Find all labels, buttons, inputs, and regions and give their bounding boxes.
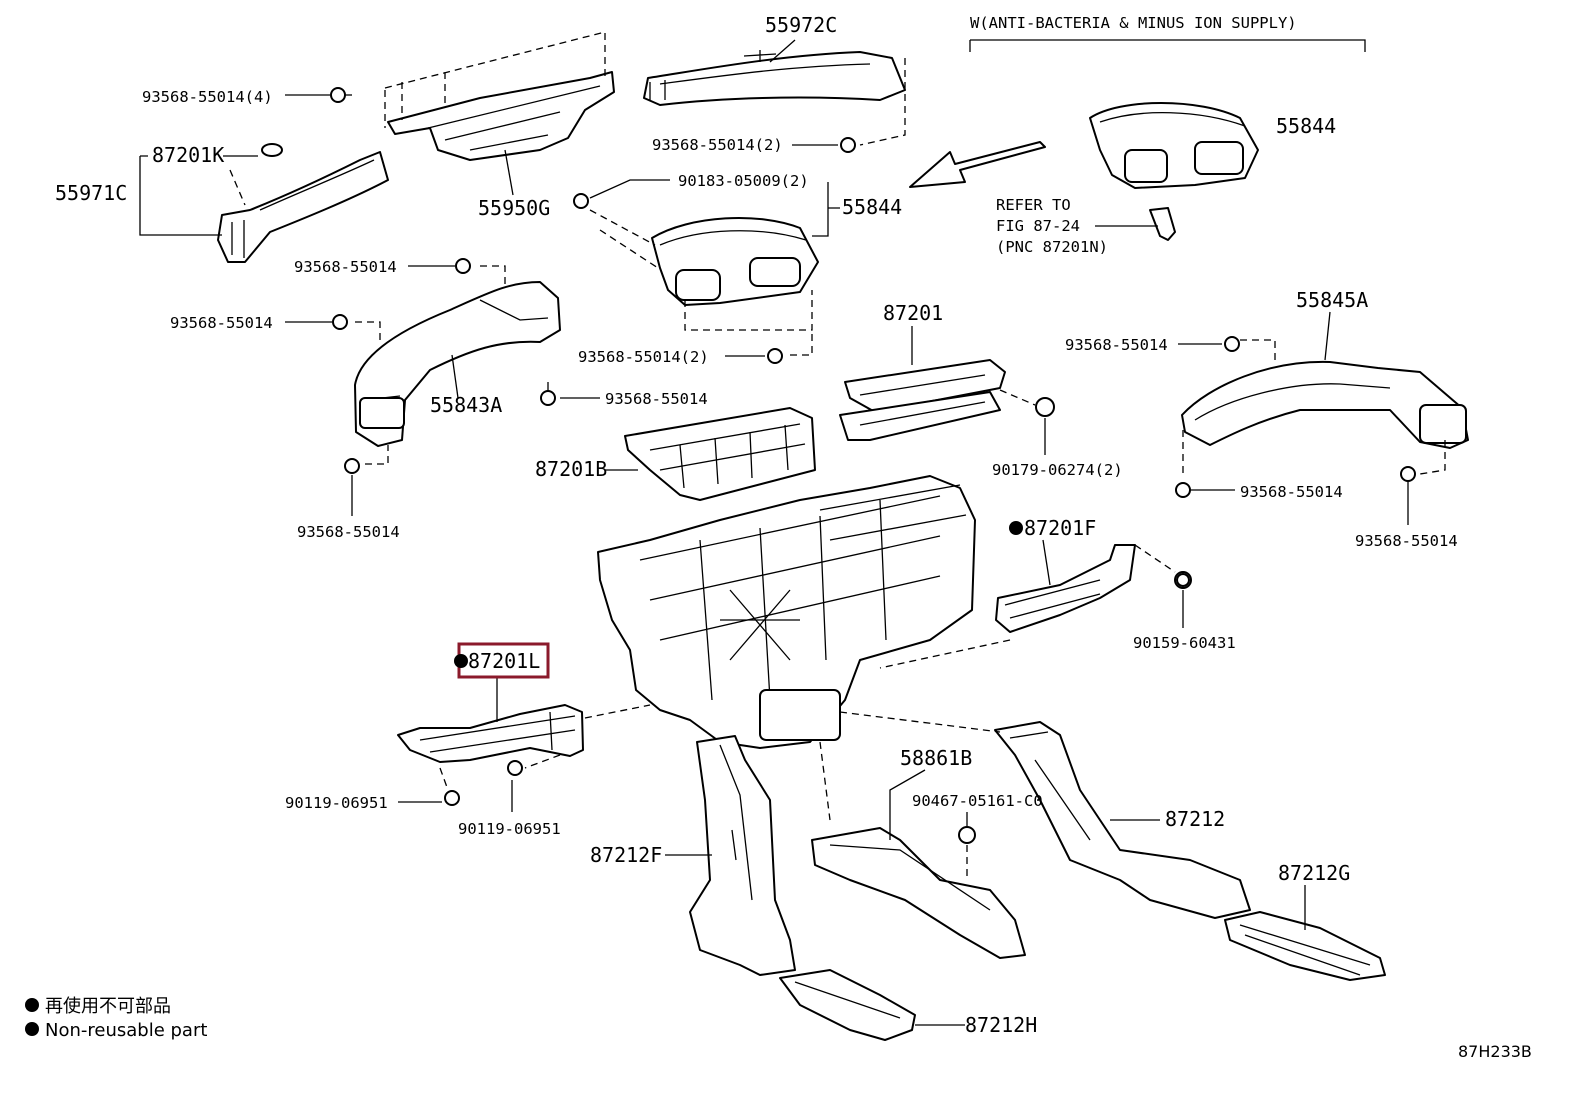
legend-dot-jp bbox=[25, 998, 39, 1012]
part-labels: 55972C 93568-55014(4) 87201K 55971C 5595… bbox=[55, 13, 1458, 1037]
screw-90159-60431 bbox=[1176, 573, 1190, 587]
part-55972c-duct bbox=[643, 50, 906, 106]
label-55843a: 55843A bbox=[430, 393, 502, 417]
label-55950g: 55950G bbox=[478, 196, 550, 220]
label-90467-05161-c0: 90467-05161-C0 bbox=[912, 792, 1043, 810]
label-93568-55014-b: 93568-55014 bbox=[170, 314, 273, 332]
clip-93568-55014-4 bbox=[330, 87, 352, 103]
clip-93568-55014-2a bbox=[840, 137, 856, 153]
label-55844-b: 55844 bbox=[1276, 114, 1336, 138]
label-55844-a: 55844 bbox=[842, 195, 902, 219]
label-90183-05009-2: 90183-05009(2) bbox=[678, 172, 809, 190]
bolt-90119-06951-b bbox=[507, 760, 523, 776]
part-87212f-duct bbox=[689, 735, 796, 976]
label-87201k: 87201K bbox=[152, 143, 224, 167]
clip-93568-55014-a bbox=[455, 258, 471, 274]
part-55844-register bbox=[573, 193, 819, 306]
label-93568-55014-2a: 93568-55014(2) bbox=[652, 136, 783, 154]
leader-lines bbox=[139, 39, 1409, 1026]
label-87212f: 87212F bbox=[590, 843, 662, 867]
assembly-dashed-lines bbox=[229, 31, 1446, 880]
part-air-conditioning-unit bbox=[597, 475, 976, 749]
label-55972c: 55972C bbox=[765, 13, 837, 37]
part-55843a-duct bbox=[354, 281, 561, 447]
clip-93568-55014-h bbox=[344, 458, 360, 474]
refer-note-line-2: FIG 87-24 bbox=[996, 217, 1080, 235]
clip-93568-55014-e bbox=[1175, 482, 1191, 498]
note-anti-bacteria: W(ANTI-BACTERIA & MINUS ION SUPPLY) bbox=[970, 14, 1297, 32]
label-93568-55014-e: 93568-55014 bbox=[1240, 483, 1343, 501]
legend-text-jp: 再使用不可部品 bbox=[45, 996, 171, 1017]
part-87212-duct bbox=[994, 721, 1251, 919]
part-87201b-case bbox=[624, 407, 816, 501]
label-87212h: 87212H bbox=[965, 1013, 1037, 1037]
label-90179-06274-2: 90179-06274(2) bbox=[992, 461, 1123, 479]
label-93568-55014-c: 93568-55014 bbox=[605, 390, 708, 408]
label-93568-55014-f: 93568-55014 bbox=[1355, 532, 1458, 550]
refer-note-line-3: (PNC 87201N) bbox=[996, 238, 1108, 256]
clip-93568-55014-b bbox=[332, 314, 348, 330]
label-87212g: 87212G bbox=[1278, 861, 1350, 885]
part-87201l-duct bbox=[397, 704, 584, 763]
refer-note-line-1: REFER TO bbox=[996, 196, 1071, 214]
label-93568-55014-d: 93568-55014 bbox=[1065, 336, 1168, 354]
fasteners bbox=[330, 87, 1416, 806]
part-58861b-duct bbox=[811, 826, 1026, 959]
label-87201f: 87201F bbox=[1024, 516, 1096, 540]
label-87201l: 87201L bbox=[468, 649, 540, 673]
label-87212: 87212 bbox=[1165, 807, 1225, 831]
figure-code: 87H233B bbox=[1458, 1042, 1532, 1061]
part-55845a-duct bbox=[1181, 360, 1469, 449]
legend-text-en: Non-reusable part bbox=[45, 1020, 207, 1041]
non-reusable-dot-87201f bbox=[1009, 521, 1023, 535]
clip-93568-55014-f bbox=[1400, 466, 1416, 482]
label-55845a: 55845A bbox=[1296, 288, 1368, 312]
bolt-90119-06951-a bbox=[444, 790, 460, 806]
part-87212h-duct bbox=[779, 969, 916, 1041]
clip-93568-55014-c bbox=[540, 382, 556, 406]
refer-arrow bbox=[909, 141, 1046, 188]
label-90119-06951-a: 90119-06951 bbox=[285, 794, 388, 812]
label-93568-55014-a: 93568-55014 bbox=[294, 258, 397, 276]
label-58861b: 58861B bbox=[900, 746, 972, 770]
part-55844-register-ab bbox=[1089, 102, 1259, 241]
label-93568-55014-4: 93568-55014(4) bbox=[142, 88, 273, 106]
part-87201-assembly bbox=[839, 359, 1055, 441]
part-55971c-duct bbox=[217, 143, 389, 263]
label-93568-55014-g: 93568-55014 bbox=[297, 523, 400, 541]
part-87212g-duct bbox=[1224, 911, 1386, 981]
label-87201b: 87201B bbox=[535, 457, 607, 481]
label-87201: 87201 bbox=[883, 301, 943, 325]
part-55950g-bracket bbox=[387, 71, 615, 161]
legend-dot-en bbox=[25, 1022, 39, 1036]
non-reusable-dot-87201l bbox=[454, 654, 468, 668]
clip-93568-55014-d bbox=[1224, 336, 1240, 352]
label-90119-06951-b: 90119-06951 bbox=[458, 820, 561, 838]
label-93568-55014-2b: 93568-55014(2) bbox=[578, 348, 709, 366]
clip-93568-55014-2b bbox=[767, 348, 783, 364]
label-90159-60431: 90159-60431 bbox=[1133, 634, 1236, 652]
legend: 再使用不可部品 Non-reusable part bbox=[25, 996, 207, 1041]
part-87201f-duct bbox=[995, 544, 1192, 633]
label-55971c: 55971C bbox=[55, 181, 127, 205]
